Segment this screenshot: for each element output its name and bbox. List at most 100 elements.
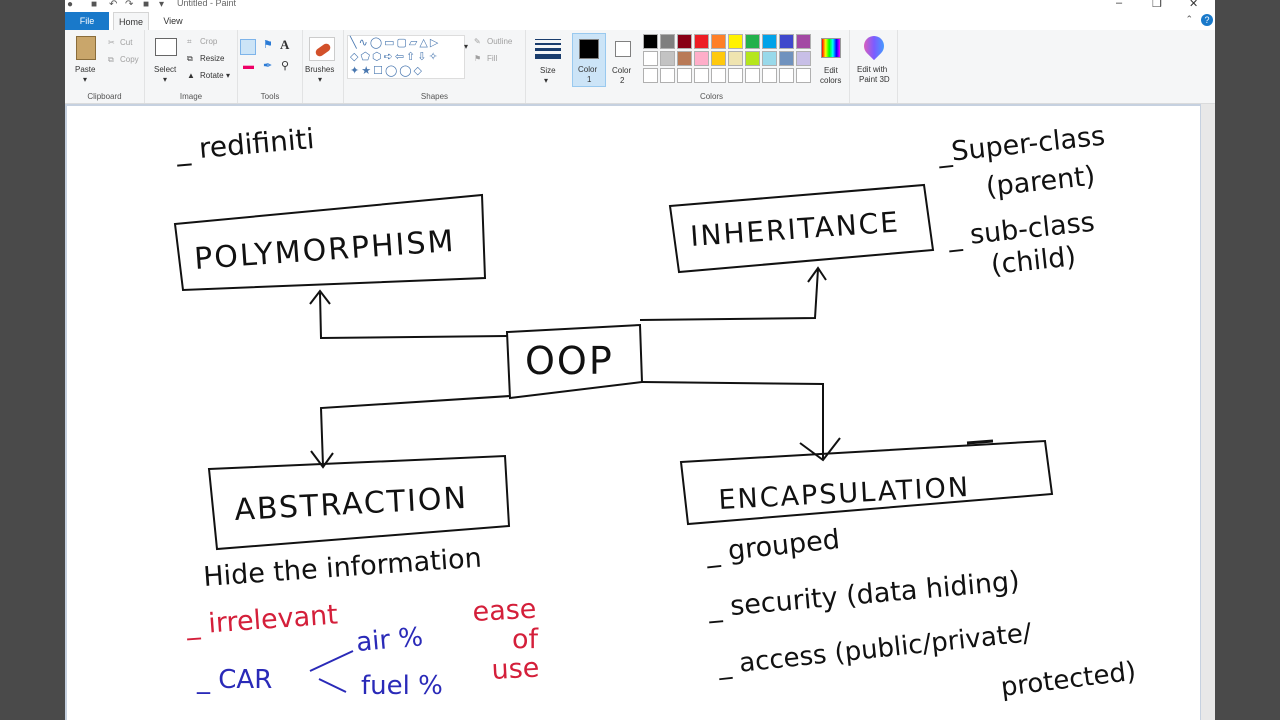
paste-icon[interactable] bbox=[76, 36, 96, 60]
tab-view[interactable]: View bbox=[163, 16, 183, 26]
color-quick-icon[interactable]: ■ bbox=[143, 0, 150, 10]
select-button[interactable]: Select bbox=[154, 65, 177, 74]
palette-swatch[interactable] bbox=[660, 68, 675, 83]
palette-swatch[interactable] bbox=[694, 51, 709, 66]
air-note: air % bbox=[355, 622, 424, 658]
crop-icon[interactable]: ⌗ bbox=[187, 37, 192, 46]
customize-toolbar-icon[interactable]: ▾ bbox=[159, 0, 165, 10]
palette-swatch[interactable] bbox=[762, 34, 777, 49]
fill-button[interactable]: Fill bbox=[487, 54, 498, 63]
palette-swatch[interactable] bbox=[660, 34, 675, 49]
palette-swatch[interactable] bbox=[677, 34, 692, 49]
palette-swatch[interactable] bbox=[728, 68, 743, 83]
paint-window: ● ■ ↶ ↷ ■ ▾ Untitled - Paint – ❐ ✕ File … bbox=[65, 0, 1215, 720]
palette-swatch[interactable] bbox=[745, 34, 760, 49]
fill-bucket-icon[interactable]: ⚑ bbox=[263, 39, 273, 51]
palette-swatch[interactable] bbox=[796, 68, 811, 83]
rotate-icon[interactable]: ▲ bbox=[187, 71, 195, 80]
resize-icon[interactable]: ⧉ bbox=[187, 54, 193, 63]
shapes-scroll-icon[interactable]: ▾ bbox=[464, 42, 469, 51]
rotate-button[interactable]: Rotate bbox=[200, 71, 224, 80]
eraser-icon[interactable]: ▬ bbox=[243, 60, 254, 72]
tab-file[interactable]: File bbox=[65, 12, 109, 30]
select-icon[interactable] bbox=[155, 38, 177, 56]
color-picker-icon[interactable]: ✒ bbox=[263, 60, 273, 72]
resize-button[interactable]: Resize bbox=[200, 54, 225, 63]
use-note: use bbox=[491, 653, 540, 686]
color2-number: 2 bbox=[620, 76, 625, 85]
size-icon[interactable] bbox=[535, 39, 561, 59]
paint3d-label-2[interactable]: Paint 3D bbox=[859, 75, 890, 84]
cut-icon[interactable]: ✂ bbox=[108, 38, 115, 47]
palette-swatch[interactable] bbox=[711, 68, 726, 83]
palette-swatch[interactable] bbox=[762, 51, 777, 66]
palette-swatch[interactable] bbox=[694, 68, 709, 83]
colors-label: Colors bbox=[699, 92, 724, 101]
brushes-button[interactable]: Brushes bbox=[305, 65, 335, 74]
paste-dropdown-icon[interactable]: ▾ bbox=[83, 75, 88, 84]
color1-swatch bbox=[579, 39, 599, 59]
palette-swatch[interactable] bbox=[762, 68, 777, 83]
size-dropdown-icon[interactable]: ▾ bbox=[544, 76, 549, 85]
help-icon[interactable]: ? bbox=[1201, 14, 1213, 26]
palette-swatch[interactable] bbox=[711, 51, 726, 66]
palette-swatch[interactable] bbox=[728, 34, 743, 49]
edit-colors-button[interactable]: Edit colors bbox=[815, 33, 847, 93]
color1-button[interactable]: Color 1 bbox=[572, 33, 606, 87]
close-icon[interactable]: ✕ bbox=[1189, 0, 1199, 10]
palette-swatch[interactable] bbox=[660, 51, 675, 66]
select-dropdown-icon[interactable]: ▾ bbox=[163, 75, 168, 84]
crop-button[interactable]: Crop bbox=[200, 37, 218, 46]
paste-button[interactable]: Paste bbox=[75, 65, 96, 74]
outline-button[interactable]: Outline bbox=[487, 37, 513, 46]
tab-home[interactable]: Home bbox=[113, 12, 149, 30]
maximize-icon[interactable]: ❐ bbox=[1152, 0, 1162, 10]
palette-swatch[interactable] bbox=[643, 68, 658, 83]
arrow-to-polymorphism bbox=[309, 289, 508, 340]
copy-icon[interactable]: ⧉ bbox=[108, 55, 114, 64]
vertical-scrollbar[interactable] bbox=[1201, 104, 1215, 720]
redo-icon[interactable]: ↷ bbox=[125, 0, 134, 10]
color2-button[interactable]: Color 2 bbox=[607, 33, 639, 87]
fill-icon[interactable]: ⚑ bbox=[474, 54, 482, 63]
magnifier-icon[interactable]: ⚲ bbox=[281, 60, 290, 72]
undo-icon[interactable]: ↶ bbox=[109, 0, 118, 10]
palette-swatch[interactable] bbox=[677, 51, 692, 66]
size-button[interactable]: Size bbox=[540, 66, 556, 75]
redefinition-note: _ redifiniti bbox=[174, 122, 316, 167]
shapes-gallery[interactable]: ╲∿◯▭▢▱△▷◇⬠⬡➪⇦⇧⇩✧✦★☐◯◯◇ bbox=[347, 35, 465, 79]
rotate-dropdown-icon[interactable]: ▾ bbox=[226, 71, 231, 80]
oop-label: OOP bbox=[525, 339, 614, 383]
collapse-ribbon-icon[interactable]: ⌃ bbox=[1185, 14, 1193, 24]
copy-button[interactable]: Copy bbox=[120, 55, 139, 64]
palette-swatch[interactable] bbox=[796, 34, 811, 49]
palette-swatch[interactable] bbox=[779, 34, 794, 49]
palette-swatch[interactable] bbox=[728, 51, 743, 66]
outline-icon[interactable]: ✎ bbox=[474, 37, 481, 46]
cut-button[interactable]: Cut bbox=[120, 38, 133, 47]
paint3d-label-1[interactable]: Edit with bbox=[857, 65, 888, 74]
arrow-to-abstraction bbox=[310, 395, 511, 469]
palette-swatch[interactable] bbox=[694, 34, 709, 49]
minimize-icon[interactable]: – bbox=[1116, 0, 1123, 9]
drawing-canvas[interactable]: _ redifiniti POLYMORPHISM INHERITANCE OO… bbox=[67, 106, 1200, 720]
palette-swatch[interactable] bbox=[643, 51, 658, 66]
palette-swatch[interactable] bbox=[779, 68, 794, 83]
palette-swatch[interactable] bbox=[643, 34, 658, 49]
polymorphism-label: POLYMORPHISM bbox=[193, 224, 456, 277]
shapes-group: ╲∿◯▭▢▱△▷◇⬠⬡➪⇦⇧⇩✧✦★☐◯◯◇ ▾ ✎ Outline ⚑ Fil… bbox=[344, 30, 526, 103]
brushes-group: Brushes ▾ bbox=[303, 30, 344, 103]
palette-swatch[interactable] bbox=[745, 68, 760, 83]
palette-swatch[interactable] bbox=[796, 51, 811, 66]
pencil-icon[interactable] bbox=[240, 39, 256, 55]
text-icon[interactable]: A bbox=[280, 37, 290, 52]
brush-icon[interactable] bbox=[309, 37, 335, 61]
security-note: _ security (data hiding) bbox=[706, 566, 1021, 624]
palette-swatch[interactable] bbox=[677, 68, 692, 83]
palette-swatch[interactable] bbox=[779, 51, 794, 66]
palette-swatch[interactable] bbox=[745, 51, 760, 66]
paint3d-icon[interactable] bbox=[859, 31, 889, 61]
brushes-dropdown-icon[interactable]: ▾ bbox=[318, 75, 323, 84]
save-icon[interactable]: ■ bbox=[91, 0, 98, 10]
palette-swatch[interactable] bbox=[711, 34, 726, 49]
